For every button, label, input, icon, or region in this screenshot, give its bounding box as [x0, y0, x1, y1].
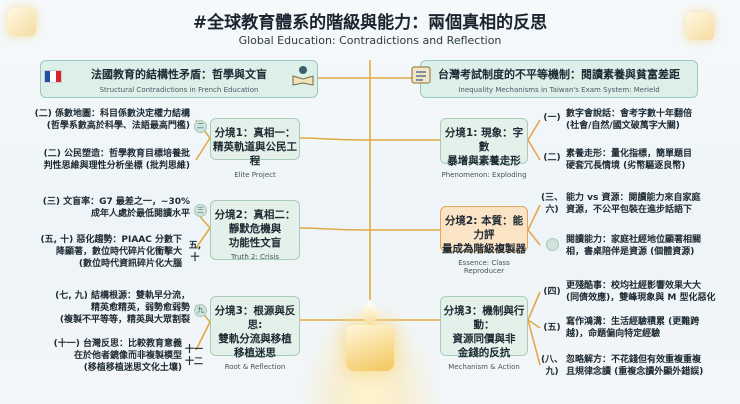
- left-branch-1-title2: 精英軌道與公民工程: [213, 141, 297, 167]
- left-leaf-6: (十一) 台灣反思：比較教育意義 在於他者鏡像而非複製模型 (移植移植迷思文化土…: [6, 338, 182, 374]
- left-branch-2-title2: 靜默危機與: [228, 223, 282, 235]
- left-branch-2: 分境2：真相二： 靜默危機與 功能性文盲 Truth 2: Crisis: [210, 200, 300, 261]
- left-marker-11-12: 十一 十二: [184, 345, 203, 367]
- right-leaf-1-line2: (社會/自然/國文破萬字大關): [566, 121, 680, 131]
- right-header-title: 台灣考試制度的不平等機制：閱讀素養與貧富差距: [438, 68, 680, 81]
- right-leaf-5-line2: (同儕效應)，雙峰現象與 M 型化惡化: [566, 293, 716, 303]
- left-branch-1-sub: Elite Project: [234, 171, 276, 179]
- page-subtitle: Global Education: Contradictions and Ref…: [238, 34, 502, 47]
- reading-person-icon: [292, 66, 314, 86]
- right-header-subtitle: Inequality Mechanisms in Taiwan's Exam S…: [458, 86, 660, 94]
- crystal-decoration: [346, 325, 394, 371]
- right-leaf-2-num: (二): [543, 153, 561, 163]
- right-leaf-2-line1: 素養走形：量化指標，簡單題目: [566, 149, 693, 159]
- right-branch-1: 分境1: 現象：字數 暴增與素養走形 Phenomenon: Exploding: [440, 118, 528, 179]
- left-leaf-1: (二) 係數地圖：科目係數決定權力結構 (哲學系數高於科學、法語最高門檻): [6, 108, 190, 132]
- left-branch-3-sub: Root & Reflection: [224, 363, 286, 371]
- right-leaf-7-line1: 忽略解方：不花錢但有效重複重複: [566, 355, 702, 365]
- right-leaf-4-line2: 相，書桌陪伴是資源 (個體資源): [566, 247, 695, 257]
- left-branch-3: 分境3：根源與反思: 雙軌分流與移植 移植迷思 Root & Reflectio…: [210, 296, 300, 371]
- right-leaf-1-num: (一): [543, 113, 561, 123]
- right-leaf-2-line2: 硬套冗長情境 (劣幣驅逐良幣): [566, 161, 686, 171]
- left-leaf-2: (二) 公民塑造：哲學教育目標培養批 判性思維與理性分析坐標 (批判思維): [6, 148, 190, 172]
- left-leaf-3: (三) 文盲率：G7 最差之一，~30% 成年人處於最低閱讀水平: [6, 196, 190, 220]
- right-branch-1-sub: Phenomenon: Exploding: [441, 171, 527, 179]
- left-marker-5-10: 五, 十: [188, 241, 202, 263]
- left-leaf-5: (七, 九) 結構根源：雙軌早分流， 精英愈精英，弱勢愈弱勢 (複製不平等等，精…: [6, 290, 190, 326]
- right-leaf-3-num: (三、 六): [540, 193, 564, 215]
- left-branch-2-title1: 分境2：真相二：: [214, 209, 296, 221]
- right-leaf-2: 素養走形：量化指標，簡單題目 硬套冗長情境 (劣幣驅逐良幣): [566, 148, 738, 172]
- right-leaf-7: 忽略解方：不花錢但有效重複重複 且規律念讀 (重複念讀外顯外錯誤): [566, 354, 738, 378]
- right-leaf-4: 閱讀能力：家庭社經地位顯著相關 相，書桌陪伴是資源 (個體資源): [566, 234, 738, 258]
- left-branch-2-sub: Truth 2: Crisis: [231, 253, 279, 261]
- right-branch-2-title1: 分境2: 本質：能力評: [444, 215, 524, 241]
- right-leaf-1: 數字會說話：會考字數十年翻倍 (社會/自然/國文破萬字大關): [566, 108, 738, 132]
- left-leaf-1-line2: (哲學系數高於科學、法語最高門檻): [46, 121, 190, 131]
- left-leaf-6-line1: (十一) 台灣反思：比較教育意義: [53, 339, 182, 349]
- left-leaf-5-line3: (複製不平等等，精英與大眾割裂: [59, 315, 190, 325]
- right-branch-1-title2: 暴增與素養走形: [447, 155, 521, 167]
- right-leaf-7-line2: 且規律念讀 (重複念讀外顯外錯誤): [566, 367, 704, 377]
- corner-decoration-left: [8, 8, 36, 36]
- leaf-icon-3: 九: [194, 304, 207, 317]
- left-leaf-2-line2: 判性思維與理性分析坐標 (批判思維): [43, 161, 190, 171]
- right-leaf-6-line1: 寫作鴻溝：生活經驗積累 (更難跨: [566, 317, 700, 327]
- right-leaf-7-num: (八、 九): [540, 355, 564, 377]
- right-leaf-6-num: (五): [543, 323, 561, 333]
- right-leaf-3: 能力 vs 資源：閱讀能力來自家庭 資源，不公平包裝在進步話語下: [566, 192, 738, 216]
- right-header: 台灣考試制度的不平等機制：閱讀素養與貧富差距 Inequality Mechan…: [420, 60, 698, 98]
- right-leaf-5: 更殘酷事：校均社經影響效果大大 (同儕效應)，雙峰現象與 M 型化惡化: [566, 280, 738, 304]
- right-branch-3-title1: 分境3：機制與行動：: [443, 305, 525, 331]
- left-branch-2-title3: 功能性文盲: [228, 237, 282, 249]
- left-branch-1: 分境1：真相一： 精英軌道與公民工程 Elite Project: [210, 118, 300, 179]
- right-leaf-4-icon: [546, 238, 559, 251]
- left-leaf-5-line1: (七, 九) 結構根源：雙軌早分流，: [55, 291, 190, 301]
- page-title: #全球教育體系的階級與能力：兩個真相的反思: [192, 13, 548, 33]
- right-branch-2-sub: Essence: Class Reproducer: [458, 259, 510, 275]
- leaf-icon-2: 三: [194, 204, 207, 217]
- left-leaf-5-line2: 精英愈精英，弱勢愈弱勢: [90, 303, 190, 313]
- right-branch-2: 分境2: 本質：能力評 量成為階級複製器 Essence: Class Repr…: [440, 206, 528, 275]
- left-branch-3-title2: 雙軌分流與移植: [218, 333, 292, 345]
- left-header-title: 法國教育的結構性矛盾：哲學與文盲: [91, 68, 267, 81]
- left-leaf-2-line1: (二) 公民塑造：哲學教育目標培養批: [43, 149, 190, 159]
- right-branch-2-title2: 量成為階級複製器: [442, 243, 526, 255]
- right-leaf-5-line1: 更殘酷事：校均社經影響效果大大: [566, 281, 702, 291]
- right-branch-3-sub: Mechanism & Action: [448, 363, 520, 371]
- left-leaf-6-line3: (移植移植迷思文化土壤): [83, 363, 182, 373]
- left-branch-3-title1: 分境3：根源與反思:: [214, 305, 296, 331]
- left-header: 法國教育的結構性矛盾：哲學與文盲 Structural Contradictio…: [40, 60, 318, 98]
- right-leaf-6-line2: 越)，命題偏向特定經驗: [566, 329, 661, 339]
- right-leaf-3-line2: 資源，不公平包裝在進步話語下: [566, 205, 693, 215]
- left-leaf-4: (五, 十) 惡化趨勢：PIAAC 分數下 降顯著，數位時代碎片化衝擊大 (數位…: [6, 234, 182, 270]
- left-header-subtitle: Structural Contradictions in French Educ…: [99, 86, 259, 94]
- france-flag-icon: [44, 70, 62, 83]
- right-branch-1-title1: 分境1: 現象：字數: [444, 127, 524, 153]
- right-leaf-4-line1: 閱讀能力：家庭社經地位顯著相關: [566, 235, 702, 245]
- leaf-icon-1: 二: [194, 120, 207, 133]
- right-branch-3: 分境3：機制與行動： 資源同價與非 金錢的反抗 Mechanism & Acti…: [440, 296, 528, 371]
- right-leaf-6: 寫作鴻溝：生活經驗積累 (更難跨 越)，命題偏向特定經驗: [566, 316, 738, 340]
- right-branch-3-title2: 資源同價與非: [452, 333, 516, 345]
- right-leaf-1-line1: 數字會說話：會考字數十年翻倍: [566, 109, 693, 119]
- left-leaf-4-line1: (五, 十) 惡化趨勢：PIAAC 分數下: [40, 235, 182, 245]
- scroll-book-icon: [411, 66, 431, 84]
- left-branch-1-title1: 分境1：真相一：: [214, 127, 296, 139]
- left-leaf-4-line3: (數位時代資訊碎片化大腦: [78, 259, 182, 269]
- right-leaf-3-line1: 能力 vs 資源：閱讀能力來自家庭: [566, 193, 701, 203]
- corner-decoration-right: [686, 12, 714, 40]
- left-branch-3-title3: 移植迷思: [234, 347, 276, 359]
- right-leaf-5-num: (四): [543, 287, 561, 297]
- left-leaf-4-line2: 降顯著，數位時代碎片化衝擊大: [55, 247, 182, 257]
- left-leaf-3-line1: (三) 文盲率：G7 最差之一，~30%: [42, 197, 190, 207]
- left-leaf-1-line1: (二) 係數地圖：科目係數決定權力結構: [34, 109, 190, 119]
- right-branch-3-title3: 金錢的反抗: [457, 347, 511, 359]
- left-leaf-6-line2: 在於他者鏡像而非複製模型: [73, 351, 182, 361]
- left-leaf-3-line2: 成年人處於最低閱讀水平: [90, 209, 190, 219]
